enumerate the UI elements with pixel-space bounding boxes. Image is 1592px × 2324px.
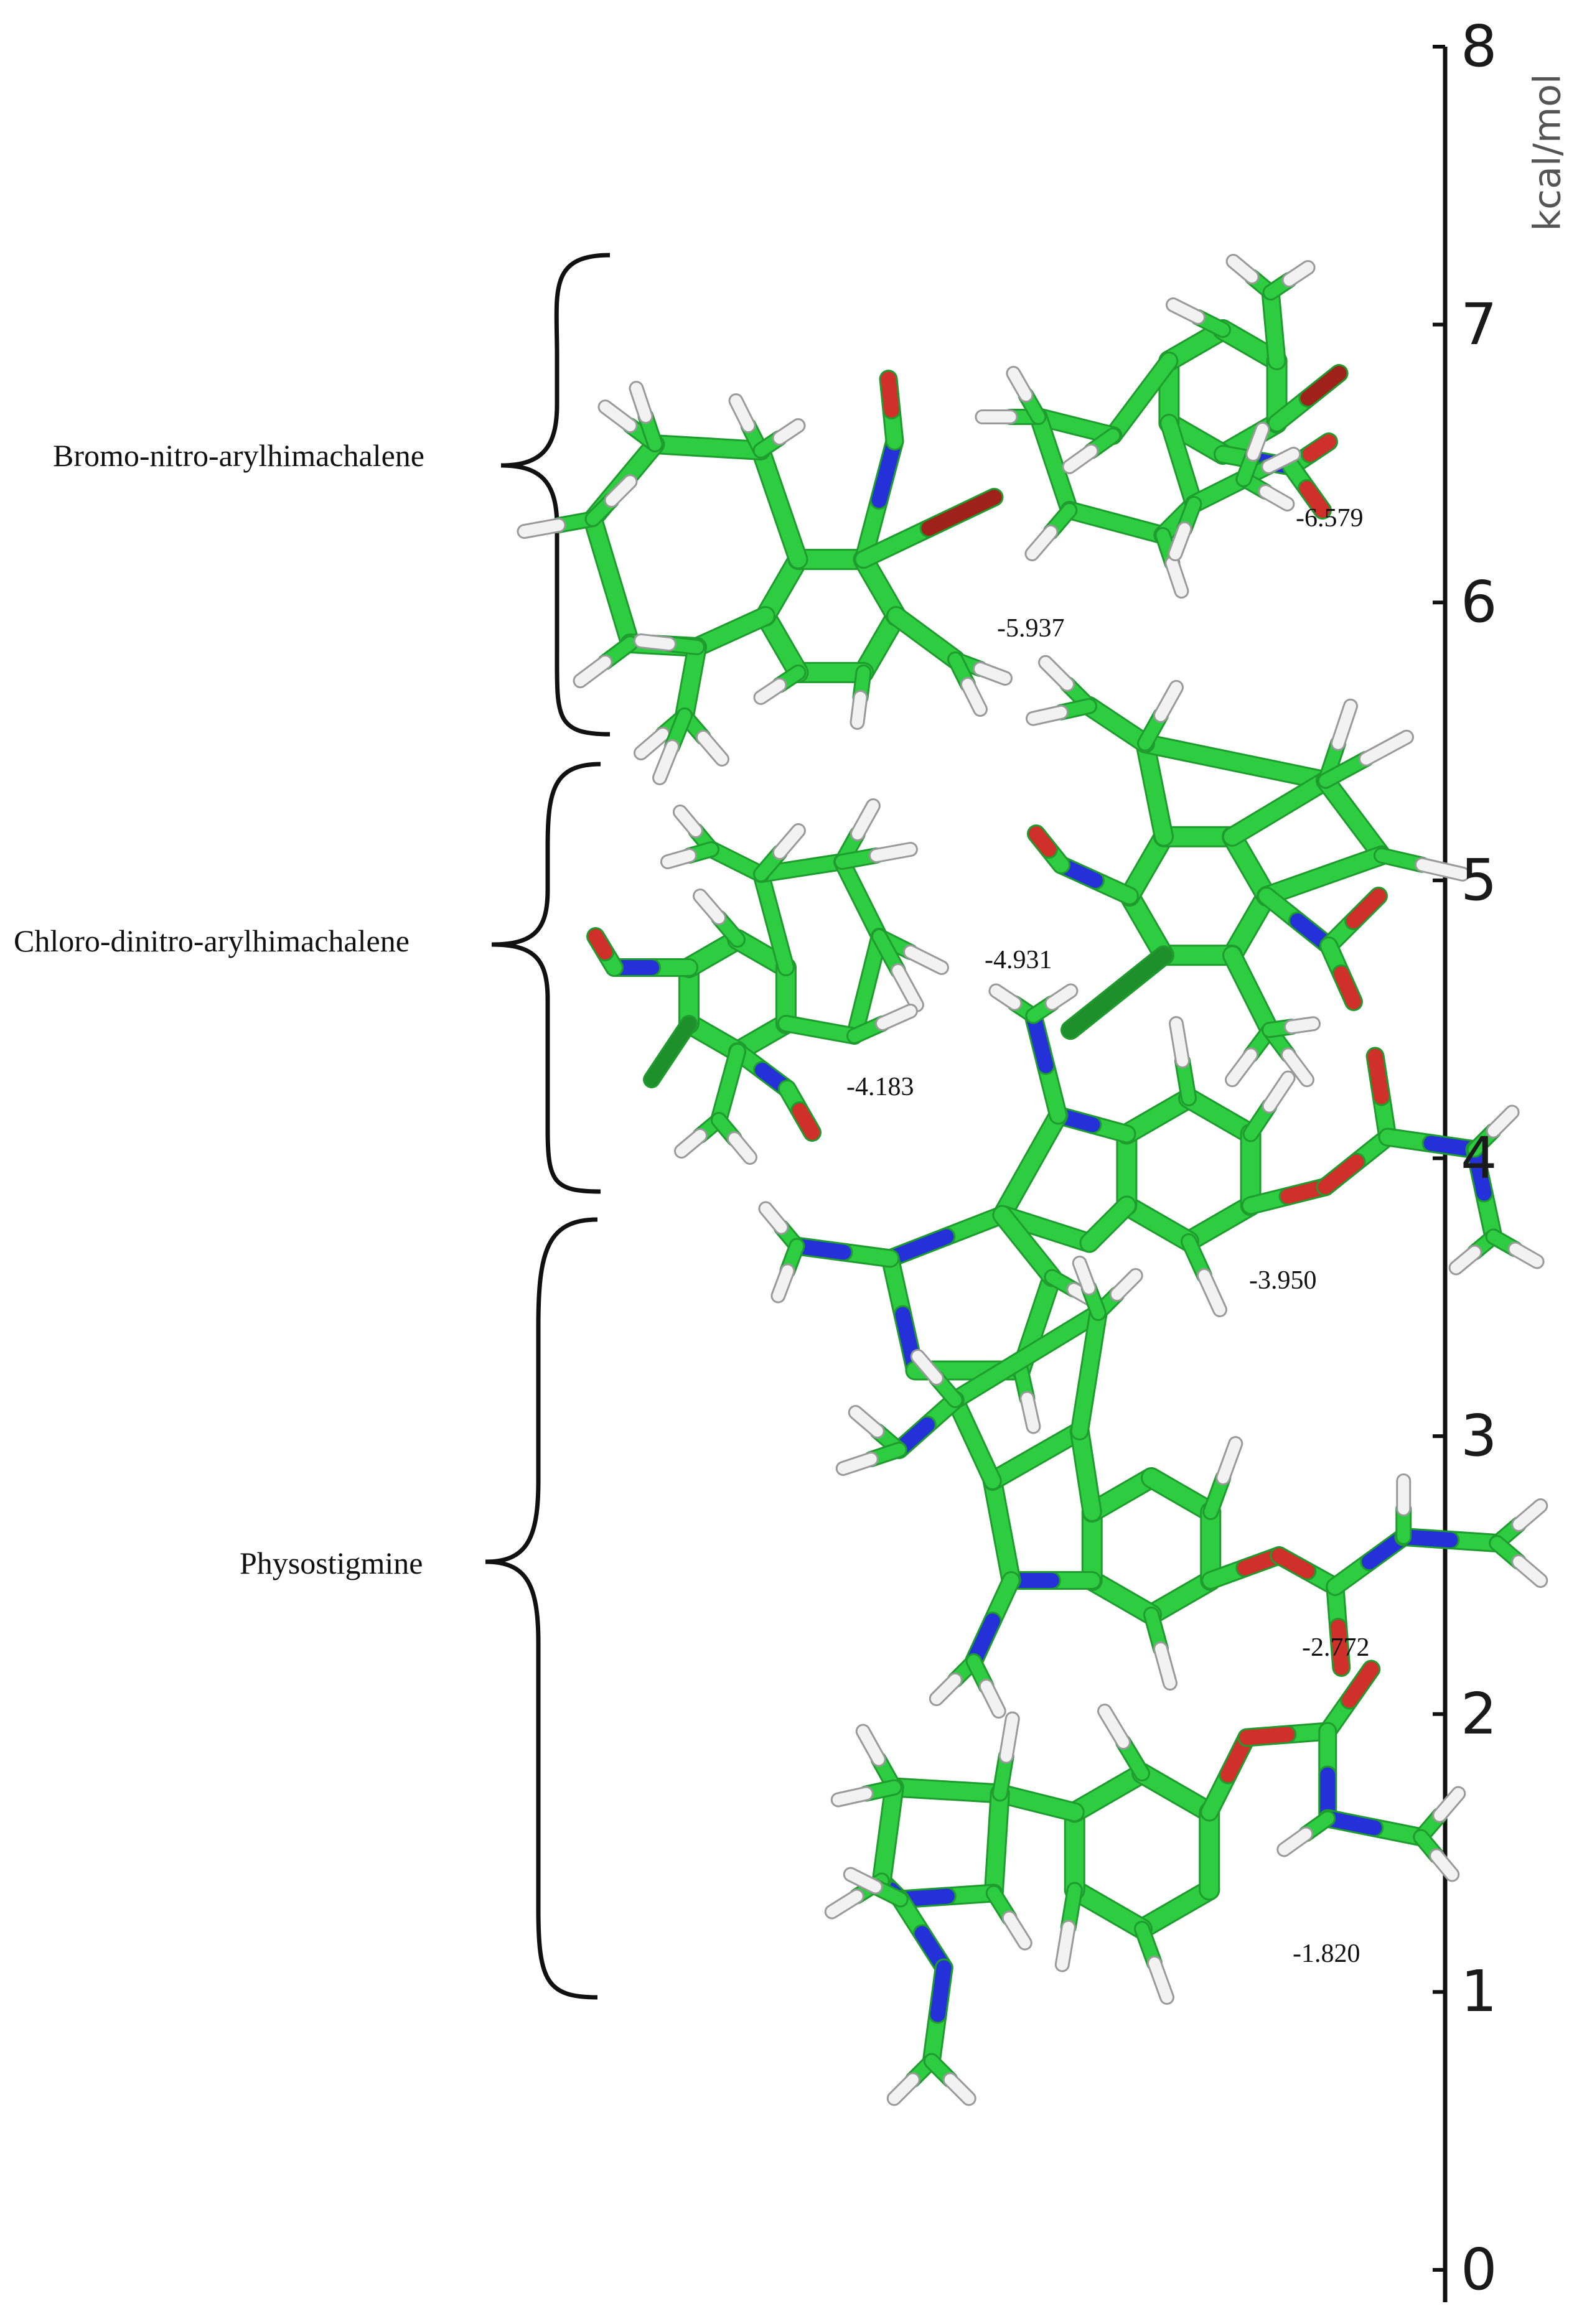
energy-label-chloro-b: -4.931 [985,946,1052,974]
molecule-physo-a [758,983,1545,1434]
group-label-chloro: Chloro-dinitro-arylhimachalene [14,923,410,958]
energy-label-physo-a: -3.950 [1249,1266,1317,1295]
energy-axis-ticks [1433,45,1445,2272]
energy-axis-unit: kcal/mol [1525,73,1570,231]
group-label-physostigmine: Physostigmine [240,1546,423,1580]
energy-label-physo-b: -2.772 [1302,1633,1370,1662]
molecule-physo-b [835,1256,1548,1719]
axis-tick-label-6: 6 [1461,569,1497,636]
molecule-bromo-b [975,254,1349,599]
molecule-bromo-a [517,370,1013,785]
energy-label-chloro-a: -4.183 [846,1073,914,1101]
group-label-bromo: Bromo-nitro-arylhimachalene [53,438,424,473]
molecule-physo-c [824,1659,1466,2106]
energy-label-bromo-b: -6.579 [1296,504,1364,533]
energy-label-physo-c: -1.820 [1293,1939,1360,1968]
energy-label-bromo-a: -5.937 [997,614,1065,643]
axis-tick-label-3: 3 [1461,1402,1497,1470]
axis-tick-label-5: 5 [1461,846,1497,913]
axis-tick-label-1: 1 [1461,1958,1497,2025]
molecule-structures [517,254,1548,2106]
axis-tick-label-7: 7 [1461,291,1497,358]
physostigmine-brace [485,1217,598,2000]
chloro-brace [491,762,601,1194]
molecule-chloro-a [586,798,949,1165]
axis-tick-label-0: 0 [1461,2236,1497,2303]
axis-tick-label-4: 4 [1461,1124,1497,1192]
molecule-chloro-b [1026,655,1470,1088]
axis-tick-label-8: 8 [1461,13,1497,80]
axis-tick-label-2: 2 [1461,1680,1497,1747]
bromo-brace [500,253,611,737]
